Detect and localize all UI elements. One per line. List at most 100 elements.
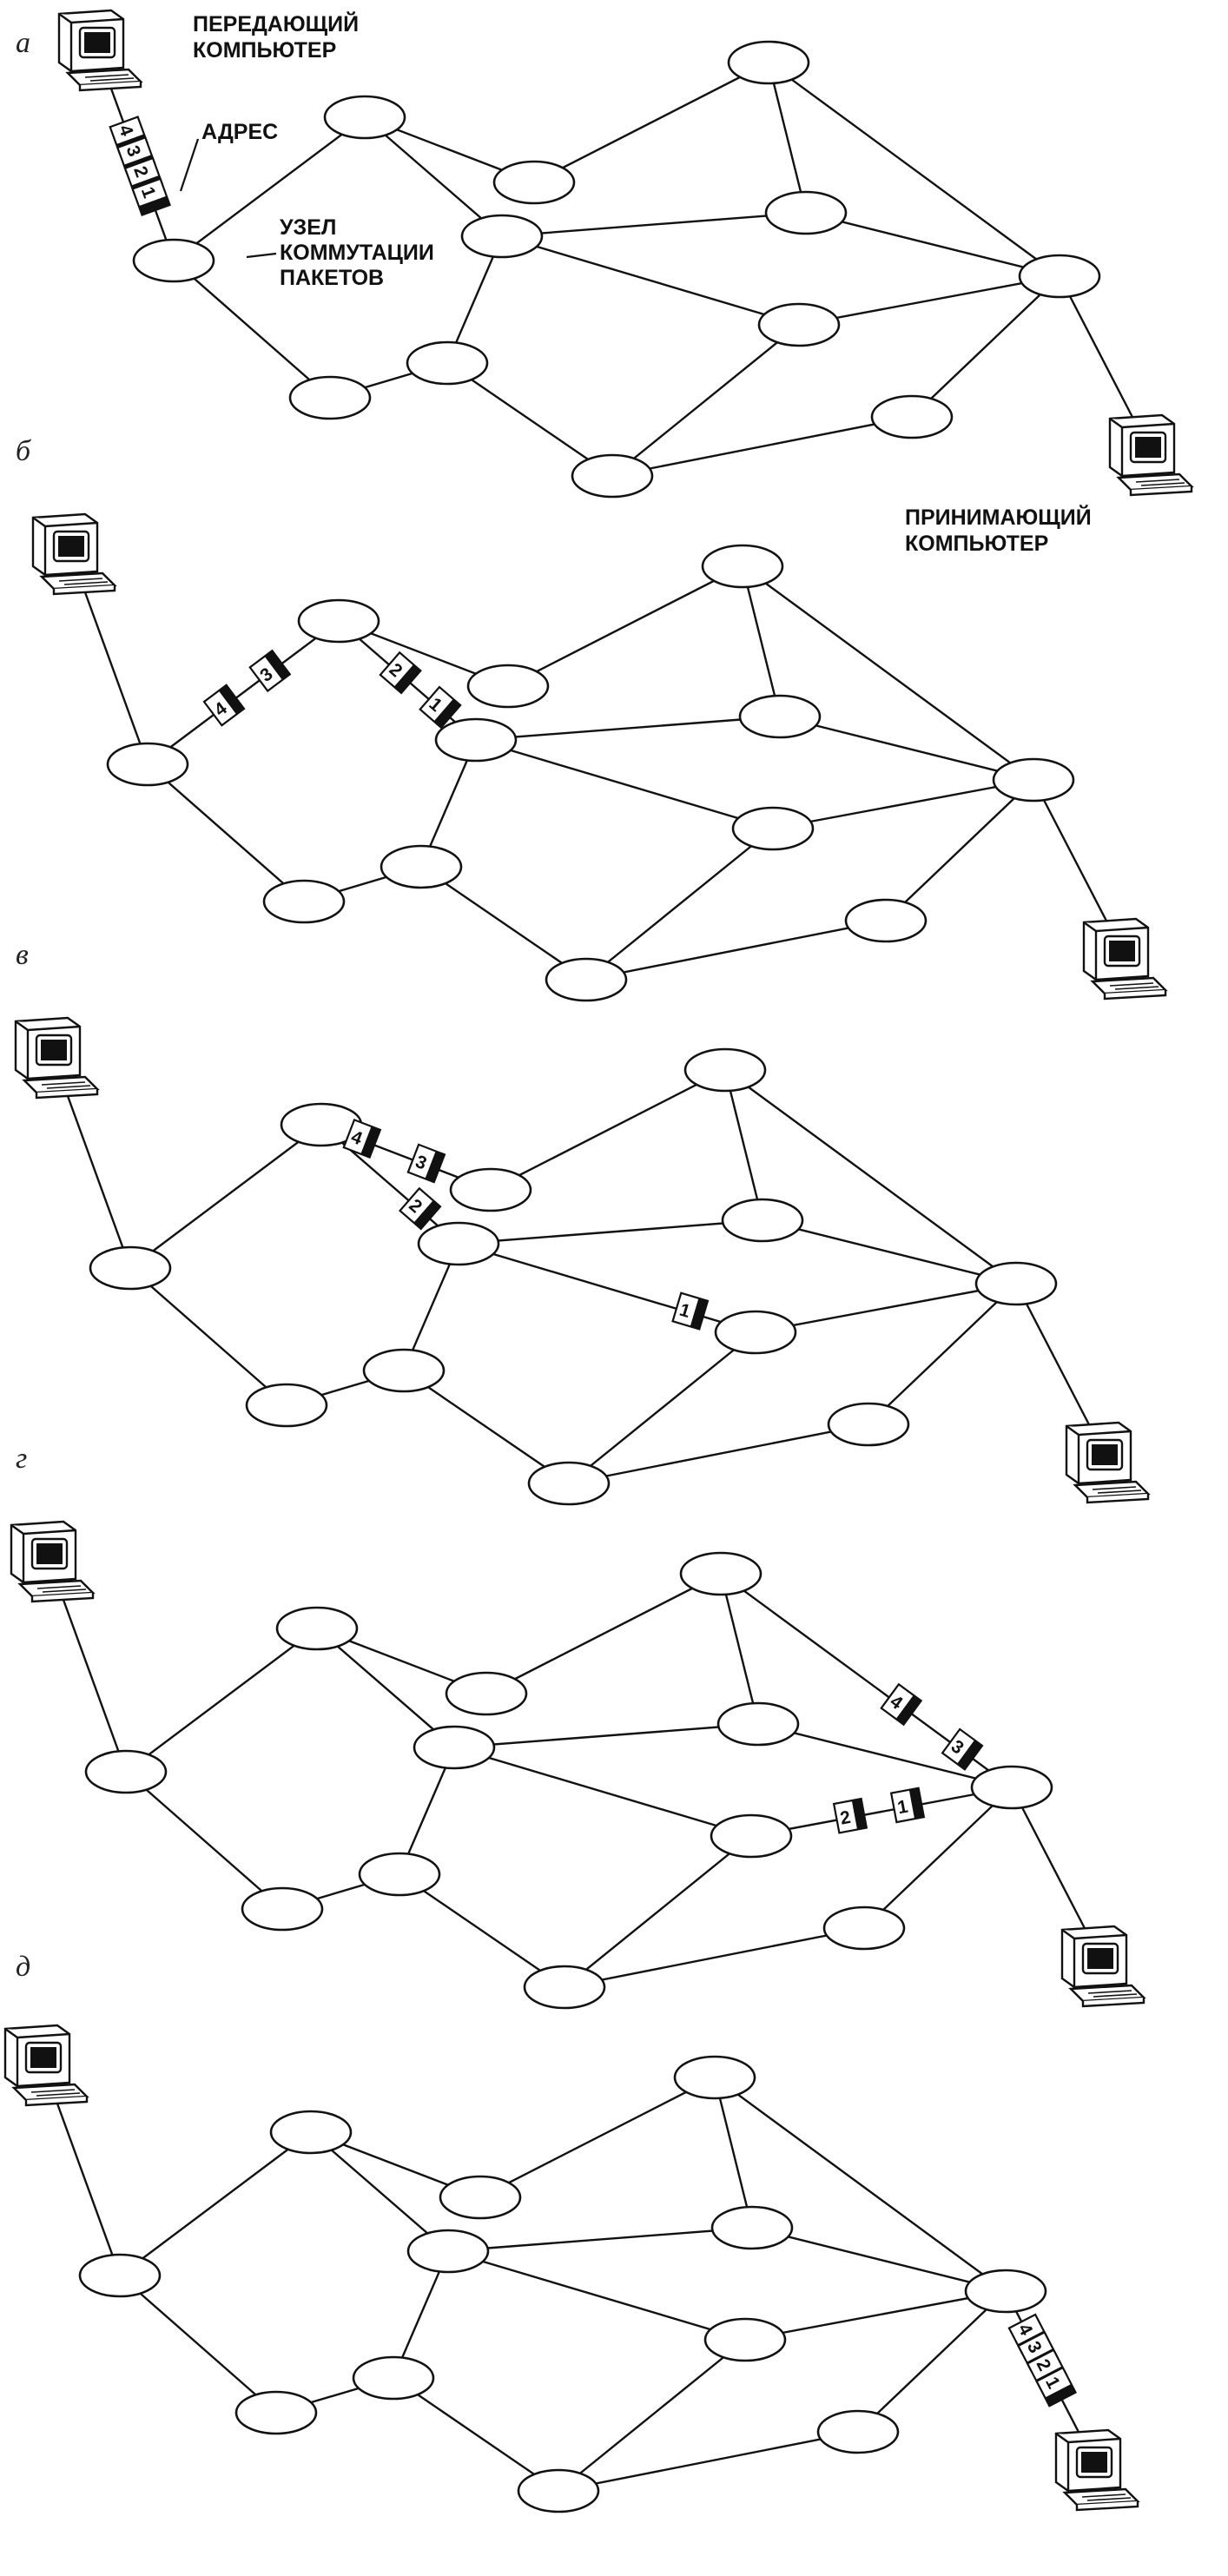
link-B-E	[316, 1628, 455, 1748]
link-L-K	[611, 415, 913, 478]
switching-node-D	[701, 544, 784, 589]
switching-node-H	[974, 1261, 1058, 1306]
address-label: АДРЕС	[201, 120, 278, 144]
receiver-link	[1014, 1283, 1094, 1432]
switching-node-B	[269, 2110, 353, 2155]
link-A-G	[125, 1771, 283, 1910]
switching-node-A	[78, 2253, 162, 2298]
receiver-link	[1010, 1787, 1090, 1936]
switching-node-L	[870, 394, 954, 439]
switching-node-F	[380, 844, 463, 889]
link-E-J	[475, 715, 781, 742]
link-A-G	[119, 2275, 277, 2414]
link-C-D	[533, 61, 769, 184]
switching-node-C	[449, 1167, 532, 1212]
switching-node-J	[738, 694, 822, 739]
packet-2: 2	[398, 1186, 442, 1231]
switching-node-C	[445, 1671, 528, 1716]
link-A-B	[129, 1124, 322, 1269]
switching-node-G	[245, 1383, 328, 1428]
switching-node-H	[964, 2269, 1047, 2314]
switching-node-I	[731, 806, 815, 851]
switching-node-C	[492, 160, 576, 205]
link-A-G	[129, 1267, 287, 1406]
sender-link	[56, 2103, 122, 2276]
link-I-H	[798, 274, 1060, 327]
link-C-D	[490, 1068, 726, 1192]
link-J-H	[779, 715, 1034, 782]
link-H-L	[863, 1787, 1013, 1929]
link-I-K	[558, 2339, 746, 2492]
link-I-K	[568, 1331, 756, 1484]
switching-node-H	[970, 1765, 1053, 1810]
receiver-computer-icon	[1082, 917, 1168, 1001]
packet-1: 1	[671, 1291, 710, 1331]
switching-node-K	[517, 2468, 600, 2513]
link-E-J	[458, 1219, 763, 1245]
switching-node-B	[275, 1606, 359, 1651]
packet-3: 3	[941, 1727, 984, 1771]
switching-node-A	[106, 742, 189, 787]
switching-node-J	[716, 1701, 800, 1747]
link-J-D	[719, 1573, 760, 1725]
link-A-B	[173, 116, 366, 261]
link-I-K	[564, 1835, 752, 1988]
link-I-H	[750, 1786, 1013, 1838]
link-J-D	[713, 2077, 754, 2229]
switching-node-F	[362, 1348, 446, 1393]
switching-node-E	[460, 214, 544, 259]
switching-node-label-line3: ПАКЕТОВ	[280, 266, 384, 290]
panel-letter: д	[16, 1951, 30, 1983]
packet-1: 1	[889, 1787, 926, 1824]
switching-node-A	[89, 1245, 172, 1291]
sender-computer-label-line1: ПЕРЕДАЮЩИЙ	[193, 10, 359, 36]
panel-letter: в	[16, 939, 29, 971]
receiver-computer-icon	[1054, 2428, 1140, 2512]
link-H-L	[868, 1283, 1017, 1425]
switching-node-F	[352, 2355, 435, 2401]
link-I-K	[611, 324, 800, 477]
switching-node-I	[710, 1813, 793, 1859]
switching-node-G	[241, 1886, 324, 1932]
panel-letter: а	[16, 27, 30, 59]
switching-node-J	[764, 190, 848, 235]
switching-node-F	[406, 340, 489, 386]
link-A-B	[125, 1628, 318, 1773]
link-I-H	[744, 2289, 1007, 2342]
sender-computer-icon	[3, 2024, 89, 2107]
switching-node-label-line2: КОММУТАЦИИ	[280, 241, 434, 265]
link-A-B	[147, 620, 340, 765]
link-C-D	[507, 565, 743, 688]
sender-link	[62, 1599, 128, 1773]
switching-node-E	[406, 2229, 490, 2274]
switching-node-B	[323, 95, 406, 140]
packet-2: 2	[379, 651, 422, 695]
link-C-D	[485, 1572, 722, 1695]
link-H-L	[857, 2290, 1007, 2433]
link-E-I	[458, 1242, 756, 1334]
link-I-K	[585, 828, 774, 981]
switching-node-L	[816, 2409, 900, 2454]
switching-node-D	[679, 1551, 763, 1596]
link-J-H	[762, 1219, 1017, 1285]
packet-4: 4	[880, 1682, 923, 1727]
link-D-H	[742, 565, 1034, 781]
link-J-H	[757, 1722, 1013, 1789]
link-F-K	[446, 362, 613, 477]
link-E-I	[447, 2249, 746, 2342]
sender-computer-icon	[14, 1016, 100, 1100]
link-J-H	[751, 2226, 1007, 2293]
switching-node-K	[523, 1965, 606, 2010]
switching-node-F	[358, 1852, 441, 1897]
link-H-L	[885, 779, 1034, 921]
packet-3: 3	[248, 649, 292, 693]
switching-node-D	[727, 40, 810, 85]
sender-computer-icon	[10, 1520, 96, 1603]
packet-4: 4	[342, 1118, 382, 1159]
